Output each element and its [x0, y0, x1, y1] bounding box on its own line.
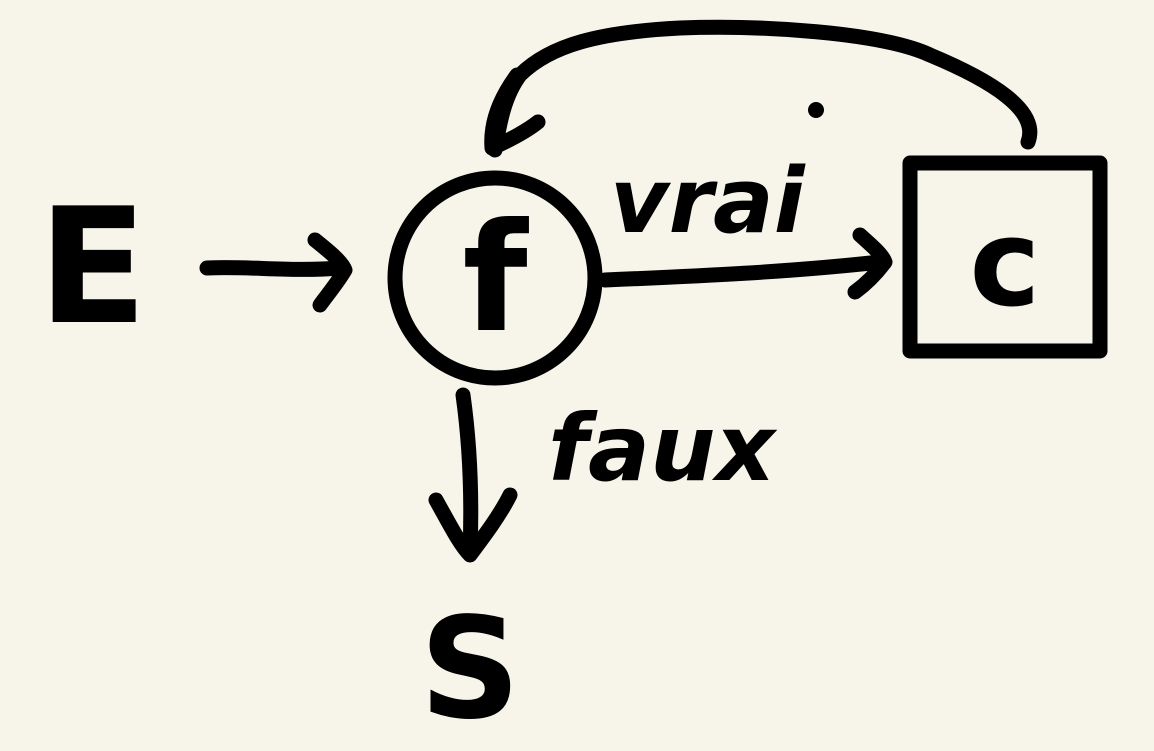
output-label: S: [420, 588, 521, 751]
process-block-box: [902, 155, 1108, 359]
true-branch-label: vrai: [610, 149, 806, 254]
loop-back-arrow: [484, 19, 1038, 158]
condition-node: f: [387, 170, 603, 386]
process-block: c: [902, 155, 1108, 359]
process-block-label: c: [969, 195, 1040, 334]
true-branch-arrow: [597, 227, 893, 300]
input-label: E: [38, 173, 147, 360]
condition-label: f: [462, 192, 529, 366]
false-branch-arrow: [428, 387, 518, 563]
condition-circle: [387, 170, 603, 386]
false-branch-label: faux: [548, 395, 778, 502]
ink-dot: [808, 102, 824, 118]
input-arrow: [199, 232, 353, 313]
